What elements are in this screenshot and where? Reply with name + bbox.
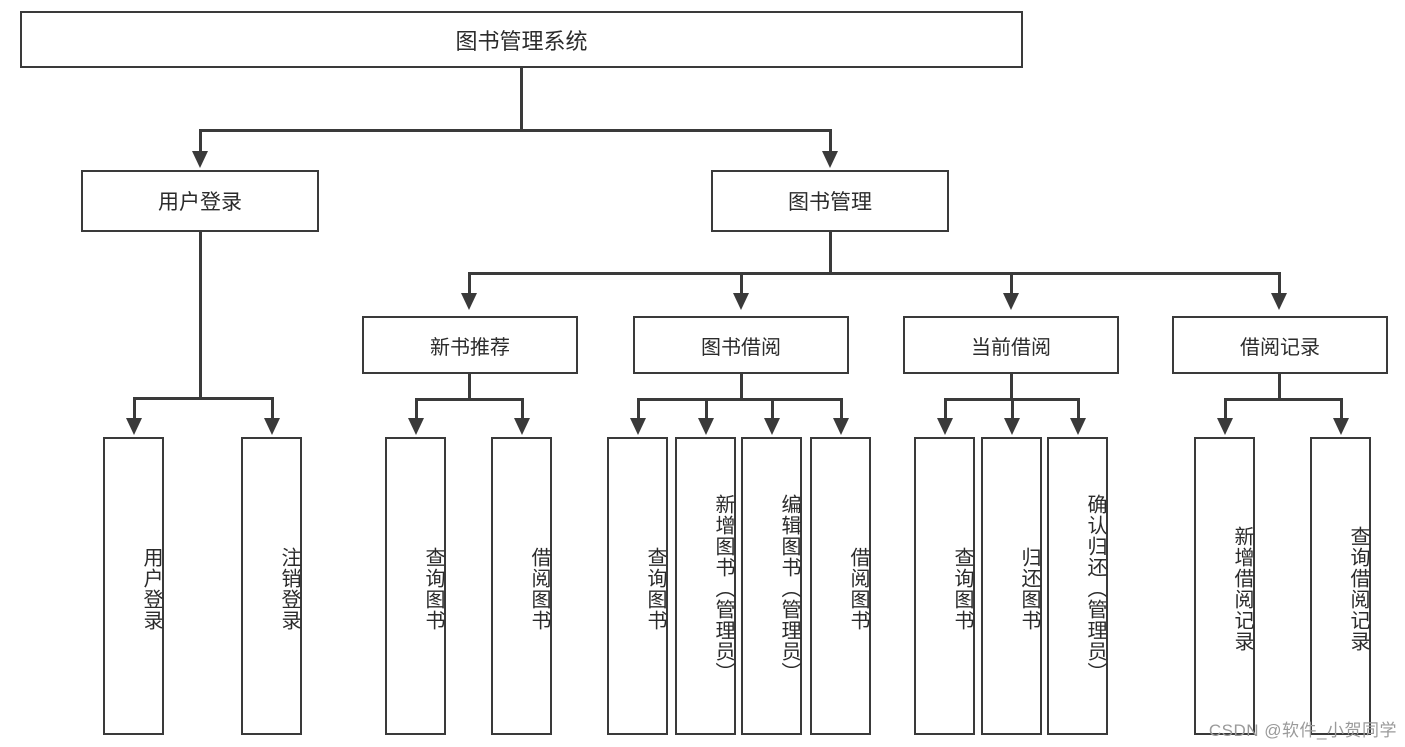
node-label: 图书借阅 (701, 336, 781, 359)
node-label: 查询借阅记录 (1347, 526, 1369, 652)
node-label: 查询图书 (644, 547, 666, 631)
node-label: 当前借阅 (971, 336, 1051, 359)
arrow-book-borrow-to-leaf-3 (764, 418, 780, 435)
connector-user-login-stem (199, 232, 202, 399)
connector-user-login-bus (133, 397, 273, 400)
arrow-book-borrow-to-leaf-1 (630, 418, 646, 435)
arrow-book-borrow-to-leaf-2 (698, 418, 714, 435)
leaf-current-borrow-return-book[interactable]: 归还图书 (981, 437, 1042, 735)
arrow-user-login-to-leaf-2 (264, 418, 280, 435)
connector-root-to-user-login (199, 129, 202, 153)
connector-book-borrow-to-leaf-2 (705, 398, 708, 419)
arrow-root-to-book-manage (822, 151, 838, 168)
node-label: 用户登录 (158, 191, 242, 214)
node-label: 查询图书 (422, 547, 444, 631)
node-borrow-record[interactable]: 借阅记录 (1172, 316, 1388, 374)
connector-new-book-to-leaf-2 (521, 398, 524, 419)
arrow-to-new-book (461, 293, 477, 310)
connector-to-new-book (468, 272, 471, 294)
leaf-current-borrow-confirm-return[interactable]: 确认归还（管理员） (1047, 437, 1108, 735)
connector-current-borrow-stem (1010, 374, 1013, 400)
node-label: 查询图书 (951, 547, 973, 631)
connector-user-login-to-leaf-2 (271, 397, 274, 419)
node-label: 归还图书 (1018, 547, 1040, 631)
node-user-login[interactable]: 用户登录 (81, 170, 319, 232)
leaf-book-borrow-query-book[interactable]: 查询图书 (607, 437, 668, 735)
connector-current-borrow-to-leaf-2 (1011, 398, 1014, 419)
connector-user-login-to-leaf-1 (133, 397, 136, 419)
node-current-borrow[interactable]: 当前借阅 (903, 316, 1119, 374)
node-label: 新增图书（管理员） (712, 493, 734, 683)
connector-current-borrow-to-leaf-3 (1077, 398, 1080, 419)
connector-new-book-bus (415, 398, 523, 401)
connector-borrow-record-to-leaf-1 (1224, 398, 1227, 419)
leaf-current-borrow-query-book[interactable]: 查询图书 (914, 437, 975, 735)
node-label: 图书管理 (788, 191, 872, 214)
arrow-user-login-to-leaf-1 (126, 418, 142, 435)
leaf-book-borrow-add-book[interactable]: 新增图书（管理员） (675, 437, 736, 735)
connector-book-borrow-to-leaf-3 (771, 398, 774, 419)
node-label: 借阅图书 (528, 547, 550, 631)
leaf-book-borrow-borrow-book[interactable]: 借阅图书 (810, 437, 871, 735)
connector-borrow-record-to-leaf-2 (1340, 398, 1343, 419)
connector-book-borrow-stem (740, 374, 743, 400)
connector-new-book-stem (468, 374, 471, 400)
connector-borrow-record-bus (1224, 398, 1342, 401)
connector-book-manage-stem (829, 232, 832, 274)
node-label: 新书推荐 (430, 336, 510, 359)
arrow-current-borrow-to-leaf-1 (937, 418, 953, 435)
arrow-to-current-borrow (1003, 293, 1019, 310)
arrow-borrow-record-to-leaf-2 (1333, 418, 1349, 435)
arrow-new-book-to-leaf-1 (408, 418, 424, 435)
leaf-new-book-borrow-book[interactable]: 借阅图书 (491, 437, 552, 735)
arrow-current-borrow-to-leaf-2 (1004, 418, 1020, 435)
connector-borrow-record-stem (1278, 374, 1281, 400)
node-label: 图书管理系统 (455, 28, 588, 54)
arrow-new-book-to-leaf-2 (514, 418, 530, 435)
node-root-system[interactable]: 图书管理系统 (20, 11, 1023, 68)
leaf-user-login-login[interactable]: 用户登录 (103, 437, 164, 735)
connector-book-borrow-to-leaf-4 (840, 398, 843, 419)
node-new-book-recommend[interactable]: 新书推荐 (362, 316, 578, 374)
arrow-borrow-record-to-leaf-1 (1217, 418, 1233, 435)
arrow-to-borrow-record (1271, 293, 1287, 310)
leaf-borrow-record-query-record[interactable]: 查询借阅记录 (1310, 437, 1371, 735)
node-label: 借阅记录 (1240, 336, 1320, 359)
connector-root-stem (520, 68, 523, 130)
node-book-borrow[interactable]: 图书借阅 (633, 316, 849, 374)
node-book-management[interactable]: 图书管理 (711, 170, 949, 232)
connector-new-book-to-leaf-1 (415, 398, 418, 419)
arrow-root-to-user-login (192, 151, 208, 168)
connector-book-borrow-bus (637, 398, 843, 401)
leaf-borrow-record-add-record[interactable]: 新增借阅记录 (1194, 437, 1255, 735)
node-label: 用户登录 (140, 547, 162, 631)
connector-to-borrow-record (1278, 272, 1281, 294)
leaf-user-login-logout[interactable]: 注销登录 (241, 437, 302, 735)
connector-to-current-borrow (1010, 272, 1013, 294)
leaf-book-borrow-edit-book[interactable]: 编辑图书（管理员） (741, 437, 802, 735)
connector-to-book-borrow (740, 272, 743, 294)
node-label: 借阅图书 (847, 547, 869, 631)
connector-book-borrow-to-leaf-1 (637, 398, 640, 419)
node-label: 确认归还（管理员） (1084, 493, 1106, 683)
connector-root-bus (199, 129, 831, 132)
connector-book-manage-bus (468, 272, 1280, 275)
connector-root-to-book-manage (829, 129, 832, 153)
node-label: 注销登录 (278, 547, 300, 631)
leaf-new-book-query-book[interactable]: 查询图书 (385, 437, 446, 735)
arrow-to-book-borrow (733, 293, 749, 310)
watermark: CSDN @软件_小贺同学 (1208, 721, 1397, 740)
node-label: 新增借阅记录 (1231, 526, 1253, 652)
arrow-current-borrow-to-leaf-3 (1070, 418, 1086, 435)
node-label: 编辑图书（管理员） (778, 493, 800, 683)
arrow-book-borrow-to-leaf-4 (833, 418, 849, 435)
connector-current-borrow-to-leaf-1 (944, 398, 947, 419)
